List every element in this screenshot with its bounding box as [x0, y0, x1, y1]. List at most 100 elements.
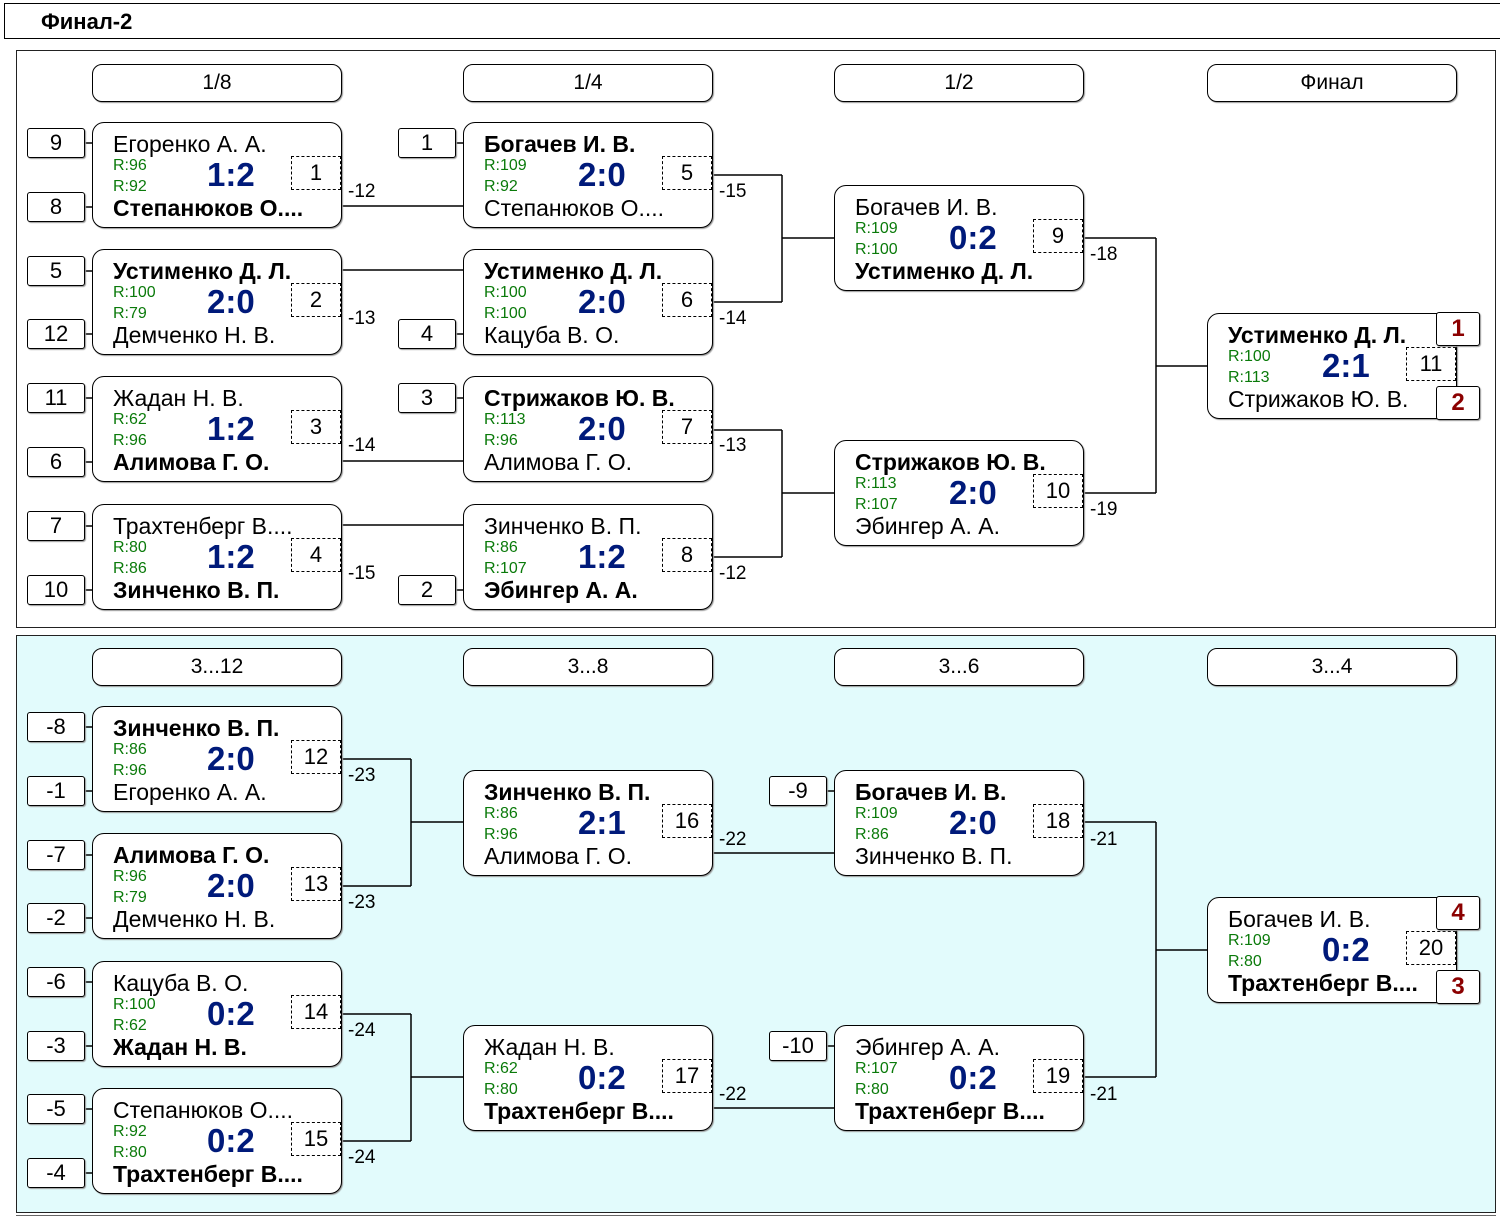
match-number: 19 [1033, 1059, 1083, 1093]
match-number: 3 [291, 410, 341, 444]
match-number: 7 [662, 410, 712, 444]
player-1-rating: R:113 [855, 475, 897, 492]
player-2-name: Степанюков О.... [113, 195, 304, 221]
seed-box: -6 [27, 967, 85, 997]
place-badge: 1 [1436, 312, 1480, 346]
player-1-name: Стрижаков Ю. В. [484, 385, 675, 411]
player-1-rating: R:107 [855, 1060, 898, 1077]
player-1-name: Трахтенберг В.... [113, 513, 293, 539]
match-number: 18 [1033, 804, 1083, 838]
seed-box: -8 [27, 712, 85, 742]
player-2-name: Кацуба В. О. [484, 322, 620, 348]
player-1-rating: R:86 [484, 539, 518, 556]
player-2-name: Эбингер А. А. [484, 577, 638, 603]
match-number: 14 [291, 995, 341, 1029]
seed-box: 12 [27, 319, 85, 349]
match-number: 11 [1406, 347, 1456, 381]
player-1-rating: R:80 [113, 539, 147, 556]
match-score: 2:0 [207, 740, 255, 777]
player-1-name: Жадан Н. В. [113, 385, 244, 411]
loser-destination: -22 [719, 829, 747, 850]
match-score: 0:2 [207, 995, 255, 1032]
player-2-name: Зинченко В. П. [855, 843, 1013, 869]
player-1-rating: R:100 [484, 284, 527, 301]
match-score: 1:2 [207, 156, 255, 193]
player-2-name: Трахтенберг В.... [1228, 970, 1418, 996]
match-score: 0:2 [207, 1122, 255, 1159]
loser-destination: -19 [1090, 499, 1118, 520]
player-2-rating: R:100 [855, 241, 898, 258]
player-1-name: Богачев И. В. [855, 194, 998, 220]
player-1-rating: R:62 [113, 411, 147, 428]
player-1-name: Богачев И. В. [855, 779, 1007, 805]
player-2-name: Жадан Н. В. [113, 1034, 247, 1060]
player-2-name: Трахтенберг В.... [855, 1098, 1045, 1124]
bottom-strip [16, 1215, 1496, 1220]
player-2-rating: R:96 [484, 432, 518, 449]
player-1-name: Степанюков О.... [113, 1097, 294, 1123]
player-1-rating: R:62 [484, 1060, 518, 1077]
seed-box: -4 [27, 1158, 85, 1188]
player-2-name: Эбингер А. А. [855, 513, 1000, 539]
round-label: 1/8 [92, 64, 342, 102]
seed-box: -10 [769, 1031, 827, 1061]
player-2-rating: R:96 [113, 762, 147, 779]
match-number: 6 [662, 283, 712, 317]
player-1-name: Стрижаков Ю. В. [855, 449, 1046, 475]
match-score: 1:2 [207, 538, 255, 575]
match-score: 2:1 [578, 804, 626, 841]
place-badge: 2 [1436, 386, 1480, 420]
player-1-rating: R:109 [855, 220, 898, 237]
match-score: 1:2 [578, 538, 626, 575]
match-score: 2:0 [949, 804, 997, 841]
player-2-rating: R:86 [113, 560, 147, 577]
loser-destination: -15 [719, 181, 747, 202]
seed-box: 9 [27, 128, 85, 158]
match-score: 0:2 [949, 219, 997, 256]
seed-box: -5 [27, 1094, 85, 1124]
loser-destination: -23 [348, 892, 376, 913]
player-2-rating: R:80 [855, 1081, 889, 1098]
player-2-rating: R:92 [484, 178, 518, 195]
player-2-name: Трахтенберг В.... [113, 1161, 303, 1187]
loser-destination: -24 [348, 1020, 376, 1041]
player-1-rating: R:86 [113, 741, 147, 758]
player-1-name: Зинченко В. П. [484, 513, 642, 539]
player-2-rating: R:79 [113, 889, 147, 906]
player-1-rating: R:109 [1228, 932, 1271, 949]
player-2-rating: R:80 [1228, 953, 1262, 970]
match-number: 16 [662, 804, 712, 838]
match-score: 2:0 [207, 283, 255, 320]
match-score: 0:2 [949, 1059, 997, 1096]
loser-destination: -18 [1090, 244, 1118, 265]
player-2-rating: R:80 [484, 1081, 518, 1098]
player-1-rating: R:100 [1228, 348, 1271, 365]
player-1-name: Устименко Д. Л. [1228, 322, 1407, 348]
player-2-rating: R:92 [113, 178, 147, 195]
loser-destination: -23 [348, 765, 376, 786]
player-1-rating: R:92 [113, 1123, 147, 1140]
loser-destination: -21 [1090, 829, 1118, 850]
player-1-name: Богачев И. В. [484, 131, 636, 157]
player-1-name: Зинченко В. П. [484, 779, 651, 805]
